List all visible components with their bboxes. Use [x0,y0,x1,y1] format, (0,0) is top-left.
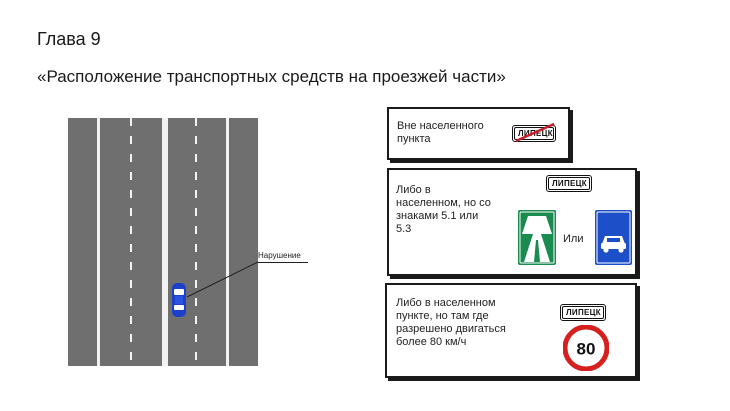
lane-dash-line [130,118,132,366]
road-center-line [162,118,165,366]
condition-2-line: знаками 5.1 или [396,210,479,222]
callout-rule [258,262,308,263]
road-center-line [165,118,168,366]
car-icon [172,283,186,317]
condition-2-line: населенном, но со [396,197,491,209]
condition-3-line: разрешено двигаться [396,323,506,335]
condition-2-text: Либо в населенном, но со знаками 5.1 или… [396,184,491,236]
condition-2-line: 5.3 [396,223,412,235]
slide-title: «Расположение транспортных средств на пр… [37,67,506,86]
road-edge-line [97,118,100,366]
motorway-sign-icon [518,210,556,265]
violation-label: Нарушение [258,251,301,260]
town-sign-icon: ЛИПЕЦК [546,175,592,192]
road-for-cars-sign-icon [595,210,632,265]
town-sign-text: ЛИПЕЦК [548,177,590,190]
condition-3-line: пункте, но там где [396,310,489,322]
condition-1-text: Вне населенного пункта [397,120,484,146]
condition-2-line: Либо в [396,184,431,196]
town-sign-text: ЛИПЕЦК [562,306,604,319]
speed-limit-value: 80 [577,340,596,359]
condition-1-line: Вне населенного [397,120,484,132]
condition-3-line: более 80 км/ч [396,336,467,348]
strike-line-icon [515,122,555,143]
road-edge-line [226,118,229,366]
lane-dash-line [195,118,197,366]
condition-3-text: Либо в населенном пункте, но там где раз… [396,297,506,349]
road-illustration [68,118,258,366]
speed-limit-sign-icon: 80 [563,325,609,371]
town-sign-icon: ЛИПЕЦК [560,304,606,321]
condition-3-line: Либо в населенном [396,297,496,309]
condition-1-line: пункта [397,133,431,145]
or-label: Или [563,233,584,245]
chapter-label: Глава 9 [37,29,101,49]
